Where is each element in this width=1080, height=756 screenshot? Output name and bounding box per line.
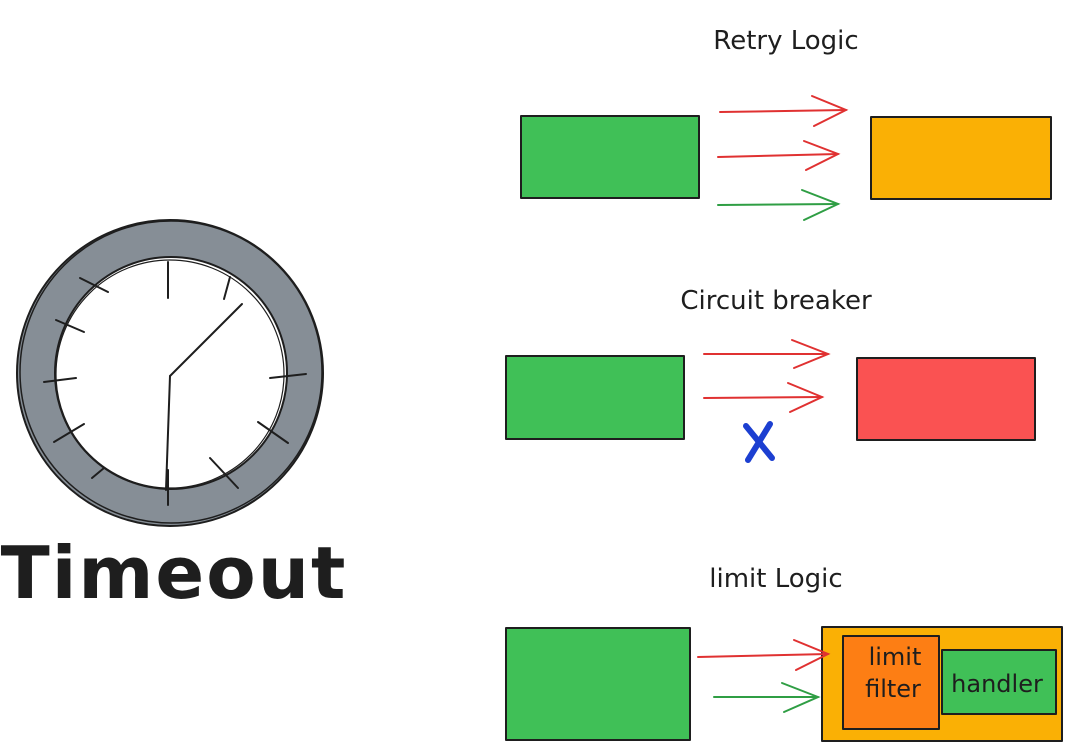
- limit-arrow-2: [713, 682, 821, 713]
- clock-face-outline: [55, 259, 285, 489]
- clock-hour-hand: [169, 303, 243, 377]
- clock-ticks: [43, 261, 307, 506]
- retry-arrow-3: [717, 189, 841, 221]
- timeout-label: Timeout: [1, 531, 348, 615]
- limit-filter-box: [842, 635, 940, 730]
- breaker-arrow-1: [703, 339, 831, 369]
- blocked-cross-icon: [743, 421, 775, 463]
- limit-arrow-1: [697, 639, 831, 671]
- clock-face: [54, 256, 288, 490]
- clock-hands: [165, 303, 243, 491]
- limit-title: limit Logic: [709, 564, 842, 594]
- limit-client-box: [505, 627, 691, 741]
- clock-icon: [16, 219, 324, 527]
- limit-handler-label: handler: [951, 670, 1043, 698]
- limit-filter-label-line2: filter: [865, 675, 921, 703]
- clock-ring-outline: [19, 220, 323, 524]
- retry-service-box: [870, 116, 1052, 200]
- breaker-service-box: [856, 357, 1036, 441]
- limit-handler-box: [941, 649, 1057, 715]
- limit-filter-label-line1: limit: [869, 643, 922, 671]
- clock-minute-hand: [165, 375, 171, 491]
- breaker-arrow-2: [703, 382, 825, 413]
- breaker-client-box: [505, 355, 685, 440]
- retry-arrow-1: [719, 95, 849, 127]
- retry-title: Retry Logic: [713, 26, 858, 56]
- retry-client-box: [520, 115, 700, 199]
- breaker-title: Circuit breaker: [680, 286, 872, 316]
- retry-arrow-2: [717, 140, 841, 171]
